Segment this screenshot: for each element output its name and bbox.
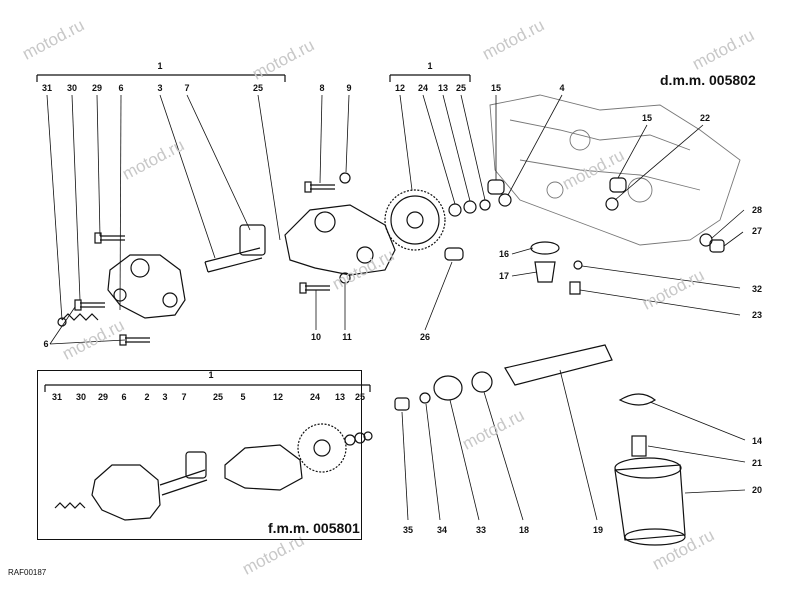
filter-screen-19 — [504, 344, 613, 386]
callout: 2 — [144, 392, 150, 402]
bolts-left — [74, 181, 335, 346]
callout: 6 — [43, 339, 49, 349]
model-code-top: d.m.m. 005802 — [660, 72, 756, 88]
model-code-inset: f.m.m. 005801 — [268, 520, 360, 536]
callout: 5 — [240, 392, 246, 402]
callout: 15 — [490, 83, 502, 93]
bolt-35 — [394, 397, 410, 411]
callout: 1 — [208, 370, 214, 380]
spring-31 — [61, 313, 99, 321]
callout: 30 — [75, 392, 87, 402]
callout: 4 — [559, 83, 565, 93]
bush-15 — [487, 179, 505, 195]
callout: 24 — [309, 392, 321, 402]
callout: 32 — [751, 284, 763, 294]
pump-shaft — [204, 224, 266, 273]
washer-9 — [339, 172, 351, 184]
washer-32 — [573, 260, 583, 270]
callout: 3 — [157, 83, 163, 93]
callout: 18 — [518, 525, 530, 535]
callout: 1 — [427, 61, 433, 71]
callout: 24 — [417, 83, 429, 93]
callout: 33 — [475, 525, 487, 535]
callout: 25 — [252, 83, 264, 93]
cap-33 — [433, 375, 463, 401]
callout: 26 — [419, 332, 431, 342]
callout: 29 — [91, 83, 103, 93]
oring-4 — [498, 193, 512, 207]
callout: 11 — [342, 332, 352, 342]
callout: 13 — [437, 83, 449, 93]
oring-18 — [471, 371, 493, 393]
callout: 25 — [212, 392, 224, 402]
engine-case — [489, 94, 741, 246]
callout: 20 — [751, 485, 763, 495]
callout: 25 — [354, 392, 366, 402]
drawing-reference: RAF00187 — [8, 568, 47, 577]
inset-assembly — [54, 423, 373, 521]
callout: 17 — [498, 271, 510, 281]
callout: 12 — [272, 392, 284, 402]
callout: 21 — [751, 458, 763, 468]
callout: 16 — [498, 249, 510, 259]
pump-body-left — [107, 254, 186, 319]
pump-housing-center — [284, 204, 396, 276]
gasket-16 — [530, 241, 560, 255]
callout: 6 — [121, 392, 127, 402]
callout: 13 — [334, 392, 346, 402]
callout: 19 — [592, 525, 604, 535]
callout: 27 — [751, 226, 763, 236]
callout: 3 — [162, 392, 168, 402]
callout: 34 — [436, 525, 448, 535]
callout: 8 — [319, 83, 325, 93]
inset-frame — [37, 370, 362, 540]
adapter-14 — [618, 393, 657, 406]
callout: 28 — [751, 205, 763, 215]
callout: 14 — [751, 436, 763, 446]
fitting-17 — [534, 261, 556, 283]
drive-gear-12 — [384, 189, 446, 251]
callout: 23 — [751, 310, 763, 320]
callout: 1 — [157, 61, 163, 71]
callout: 12 — [394, 83, 406, 93]
callout: 7 — [181, 392, 187, 402]
ring-25 — [479, 199, 491, 211]
callout: 35 — [402, 525, 414, 535]
callout: 15 — [641, 113, 653, 123]
callout: 29 — [97, 392, 109, 402]
callout: 6 — [118, 83, 124, 93]
ring-13 — [463, 200, 477, 214]
washer-11 — [339, 272, 351, 284]
callout: 30 — [66, 83, 78, 93]
oring-22 — [605, 197, 619, 211]
callout: 22 — [699, 113, 711, 123]
nipple-21 — [631, 435, 647, 457]
oil-filter-20 — [614, 457, 686, 546]
callout: 31 — [41, 83, 53, 93]
callout: 9 — [346, 83, 352, 93]
leader-lines — [46, 94, 746, 521]
callout: 25 — [455, 83, 467, 93]
bush-15b — [609, 177, 627, 193]
callout: 7 — [184, 83, 190, 93]
dowel-26 — [444, 247, 464, 261]
callout: 10 — [310, 332, 322, 342]
screw-23 — [569, 281, 581, 295]
callout: 31 — [51, 392, 63, 402]
ring-24 — [448, 203, 462, 217]
washer-34 — [419, 392, 431, 404]
